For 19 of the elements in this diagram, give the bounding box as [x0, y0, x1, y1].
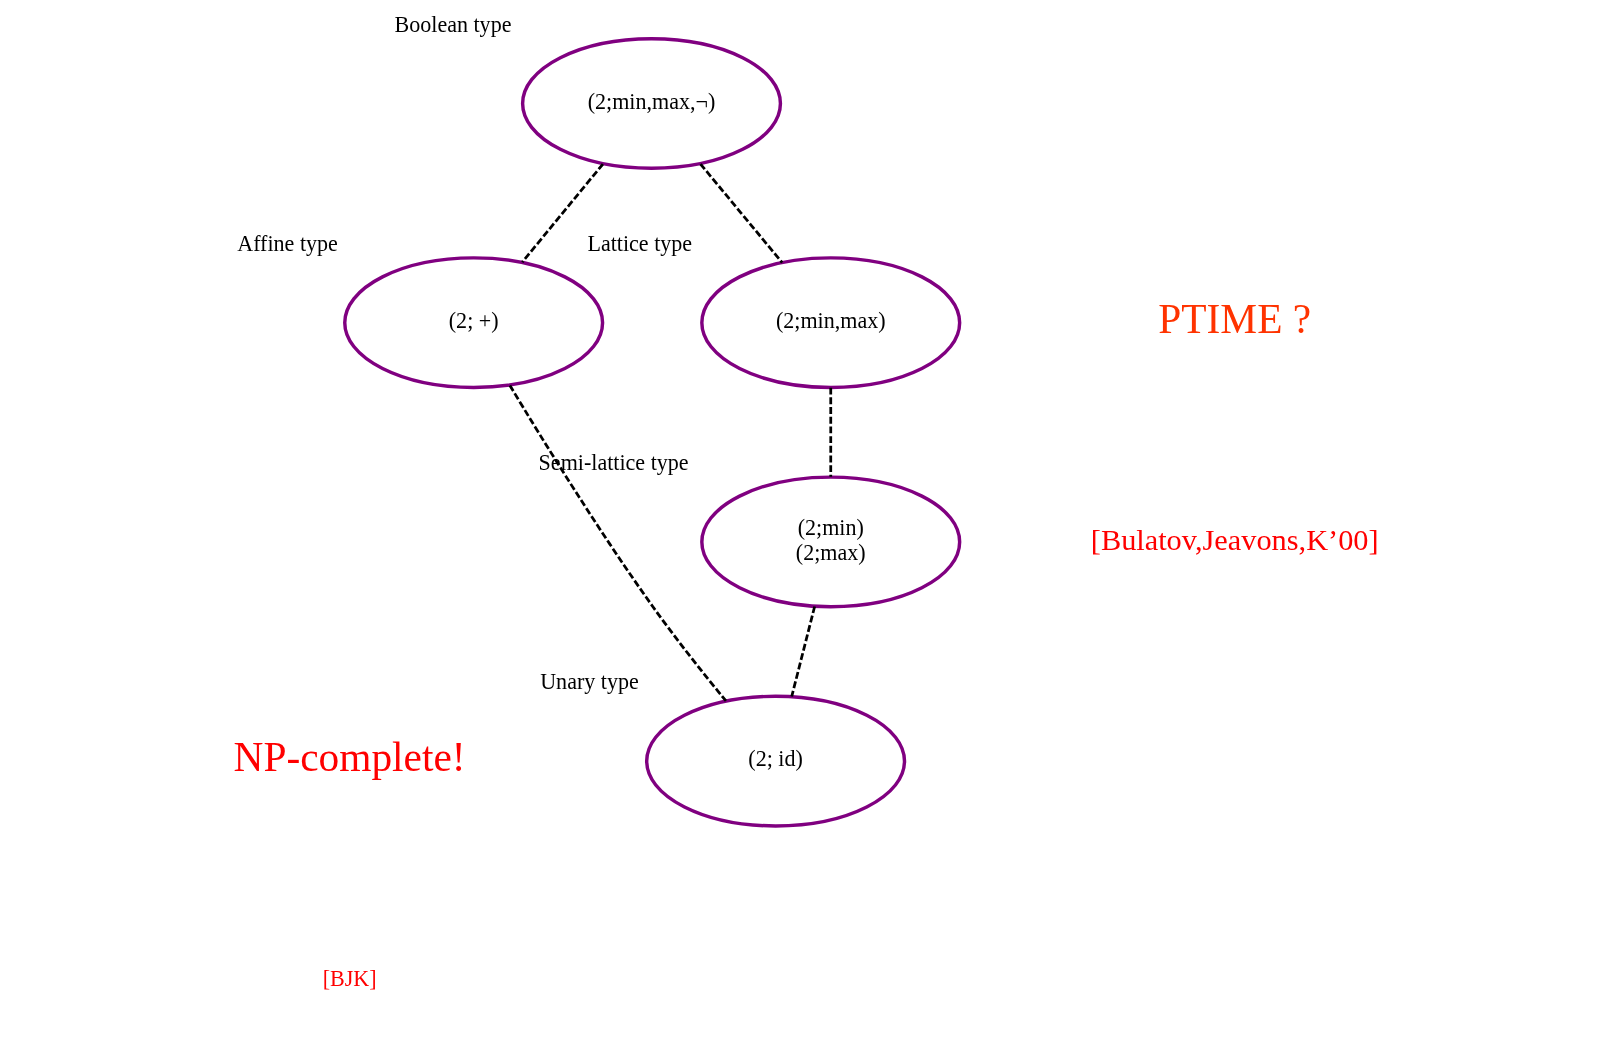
connector — [829, 387, 833, 477]
node-ellipse: (2; id) — [644, 694, 907, 828]
node-ellipse: (2; +) — [343, 256, 605, 390]
node-ellipse: (2;min,max) — [700, 256, 962, 390]
connector — [508, 384, 727, 702]
node-label: Semi-lattice type — [538, 449, 689, 475]
connector — [790, 606, 816, 697]
label: [Bulatov,Jeavons,K’00] — [1090, 522, 1379, 557]
label: NP-complete! — [233, 734, 466, 781]
connector — [521, 163, 604, 264]
connector — [699, 163, 784, 264]
label: PTIME ? — [1158, 296, 1312, 343]
node-ellipse: (2;min) (2;max) — [700, 475, 962, 609]
node-label: Lattice type — [587, 230, 693, 256]
node-label: Boolean type — [394, 11, 512, 37]
node-label: Unary type — [540, 669, 639, 695]
node-label: Affine type — [237, 230, 338, 256]
label: [BJK] — [322, 965, 377, 991]
node-ellipse: (2;min,max,¬) — [520, 36, 783, 170]
